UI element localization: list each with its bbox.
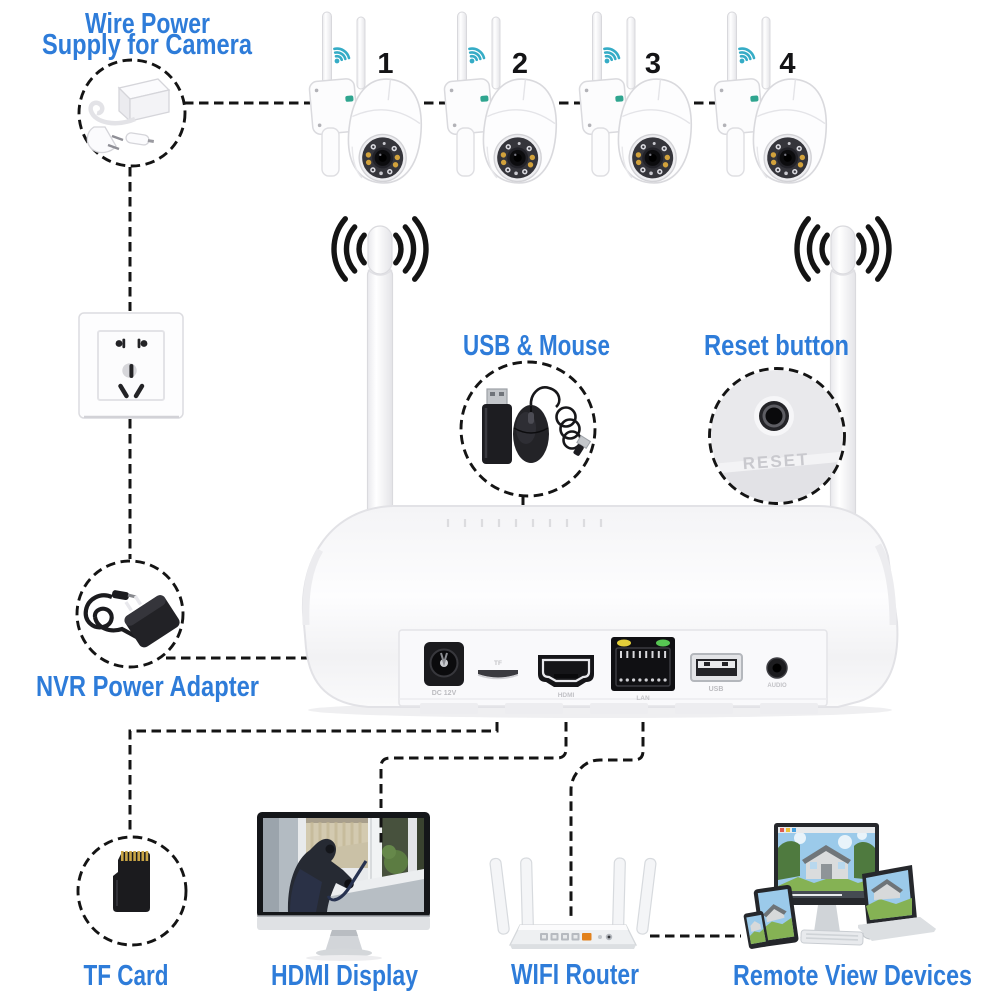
svg-text:3: 3 <box>645 48 661 80</box>
svg-text:DC 12V: DC 12V <box>432 690 457 697</box>
svg-text:RESET: RESET <box>742 450 810 474</box>
svg-text:TF: TF <box>494 660 502 667</box>
svg-text:Supply for Camera: Supply for Camera <box>42 29 253 61</box>
svg-text:2: 2 <box>512 48 528 80</box>
svg-text:USB: USB <box>709 686 724 693</box>
svg-text:AUDIO: AUDIO <box>767 683 787 689</box>
svg-text:NVR Power Adapter: NVR Power Adapter <box>36 671 259 703</box>
svg-text:TF Card: TF Card <box>84 960 169 992</box>
svg-text:1: 1 <box>377 48 393 80</box>
svg-text:LAN: LAN <box>636 695 650 702</box>
svg-text:USB & Mouse: USB & Mouse <box>463 330 610 362</box>
svg-text:4: 4 <box>779 48 795 80</box>
svg-text:HDMI: HDMI <box>558 692 575 699</box>
svg-text:WIFI Router: WIFI Router <box>511 959 639 991</box>
svg-text:Remote View Devices: Remote View Devices <box>733 960 972 992</box>
svg-text:Reset button: Reset button <box>704 330 849 362</box>
svg-text:Wire Power: Wire Power <box>85 8 210 40</box>
svg-text:HDMl Display: HDMl Display <box>271 960 418 992</box>
